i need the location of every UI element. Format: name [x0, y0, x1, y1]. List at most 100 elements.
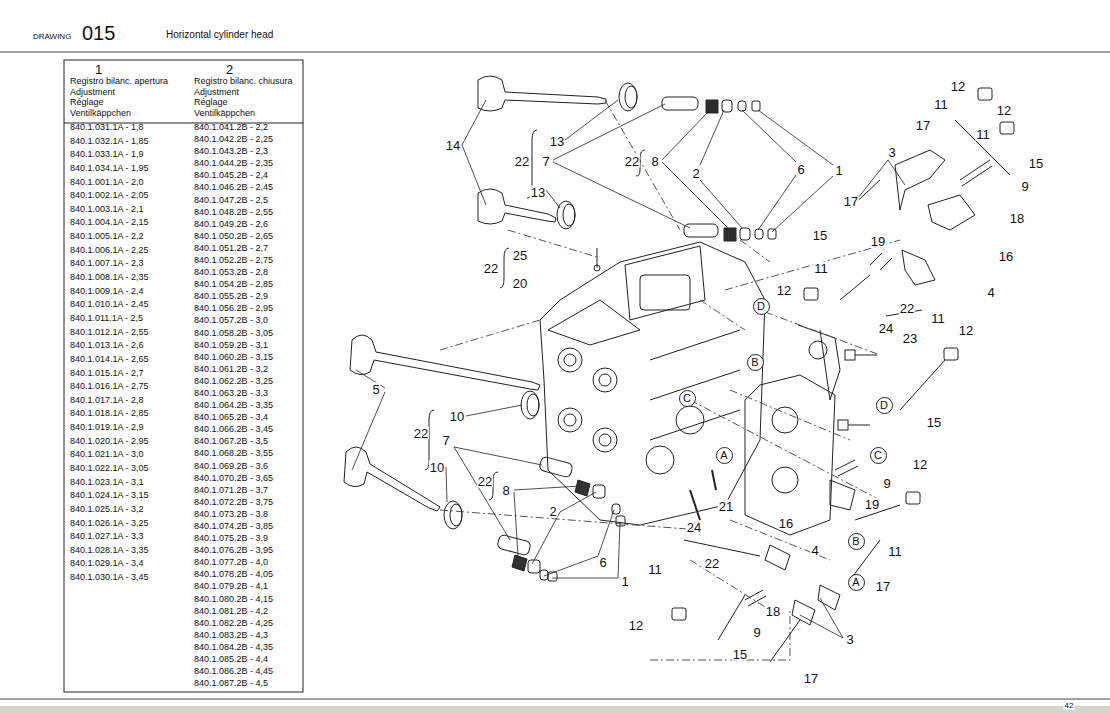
callout-number: 15 — [926, 416, 942, 429]
table-cell: 840.1.048.2B - 2,55 — [194, 208, 273, 217]
table-cell: 840.1.010.1A - 2,45 — [70, 300, 149, 309]
screws — [672, 88, 1014, 620]
table-cell: 840.1.027.1A - 3,3 — [70, 532, 144, 541]
callout-number: 16 — [778, 517, 794, 530]
table-cell: 840.1.075.2B - 3,9 — [194, 534, 268, 543]
callout-number: 25 — [512, 249, 528, 262]
table-cell: 840.1.077.2B - 4,0 — [194, 558, 268, 567]
table-cell: 840.1.007.1A - 2,3 — [70, 259, 144, 268]
callout-number: 18 — [765, 605, 781, 618]
table-cell: 840.1.067.2B - 3,5 — [194, 437, 268, 446]
table-cell: 840.1.043.2B - 2,3 — [194, 147, 268, 156]
callout-number: 22 — [413, 427, 429, 440]
table-cell: 840.1.078.2B - 4,05 — [194, 570, 273, 579]
table-cell: 840.1.018.1A - 2,85 — [70, 409, 149, 418]
reference-letter: B — [852, 536, 859, 547]
reference-letter: D — [757, 301, 765, 312]
table-cell: 840.1.019.1A - 2,9 — [70, 423, 144, 432]
table-cell: 840.1.054.2B - 2,85 — [194, 280, 273, 289]
callout-number: 12 — [950, 80, 966, 93]
table-cell: 840.1.034.1A - 1,95 — [70, 164, 149, 173]
callout-number: 22 — [704, 557, 720, 570]
callout-number: 22 — [483, 262, 499, 275]
table-cell: 840.1.083.2B - 4,3 — [194, 631, 268, 640]
top-rule — [0, 52, 1110, 53]
table-cell: 840.1.006.1A - 2,25 — [70, 246, 149, 255]
table-cell: 840.1.079.2B - 4,1 — [194, 582, 268, 591]
callout-number: 4 — [810, 544, 819, 557]
page-number: 42 — [1064, 702, 1075, 710]
table-cell: 840.1.086.2B - 4,45 — [194, 667, 273, 676]
table-cell: 840.1.076.2B - 3,95 — [194, 546, 273, 555]
callout-number: 7 — [441, 434, 450, 447]
lower-valves — [344, 335, 625, 581]
callout-number: 10 — [449, 410, 465, 423]
callout-number: 17 — [875, 580, 891, 593]
table-cell: 840.1.059.2B - 3,1 — [194, 341, 268, 350]
reference-circle: B — [747, 354, 764, 371]
reference-circle: B — [848, 533, 865, 550]
callout-number: 11 — [930, 312, 946, 325]
callout-number: 15 — [732, 648, 748, 661]
reference-circle: C — [679, 390, 696, 407]
table-cell: 840.1.026.1A - 3,25 — [70, 519, 149, 528]
callout-number: 13 — [530, 186, 546, 199]
reference-letter: C — [683, 393, 691, 404]
table-cell: 840.1.055.2B - 2,9 — [194, 292, 268, 301]
callout-number: 16 — [998, 250, 1014, 263]
table-cell: 840.1.012.1A - 2,55 — [70, 328, 149, 337]
table-cell: 840.1.087.2B - 4,5 — [194, 679, 268, 688]
callout-number: 1 — [620, 575, 629, 588]
callout-number: 12 — [912, 458, 928, 471]
table-cell: 840.1.047.2B - 2,5 — [194, 196, 268, 205]
table-cell: 840.1.062.2B - 3,25 — [194, 377, 273, 386]
upper-valves — [478, 76, 776, 241]
reference-circle: D — [876, 397, 893, 414]
table-cell: 840.1.081.2B - 4,2 — [194, 607, 268, 616]
table-cell: 840.1.004.1A - 2,15 — [70, 218, 149, 227]
drawing-number: 015 — [82, 23, 115, 43]
bottom-band — [0, 706, 1110, 714]
table-cell: 840.1.001.1A - 2,0 — [70, 178, 144, 187]
reference-letter: A — [852, 577, 859, 588]
callout-number: 8 — [501, 484, 510, 497]
table-cell: 840.1.044.2B - 2,35 — [194, 159, 273, 168]
column-heading: Adjustment — [194, 88, 239, 97]
table-cell: 840.1.009.1A - 2,4 — [70, 287, 144, 296]
cylinder-head — [540, 242, 765, 525]
shafts — [718, 120, 1010, 662]
callout-number: 12 — [996, 104, 1012, 117]
camshaft-caps — [745, 325, 877, 535]
table-cell: 840.1.060.2B - 3,15 — [194, 353, 273, 362]
table-cell: 840.1.031.1A - 1,8 — [70, 123, 144, 132]
callout-number: 17 — [915, 119, 931, 132]
table-cell: 840.1.024.1A - 3,15 — [70, 491, 149, 500]
table-cell: 840.1.072.2B - 3,75 — [194, 498, 273, 507]
callout-number: 2 — [691, 167, 700, 180]
table-cell: 840.1.014.1A - 2,65 — [70, 355, 149, 364]
reference-circle: A — [848, 574, 865, 591]
callout-number: 15 — [1028, 157, 1044, 170]
callout-number: 22 — [624, 155, 640, 168]
drawing-title: Horizontal cylinder head — [166, 30, 273, 40]
table-cell: 840.1.051.2B - 2,7 — [194, 244, 268, 253]
table-cell: 840.1.070.2B - 3,65 — [194, 474, 273, 483]
callout-number: 5 — [371, 383, 380, 396]
table-cell: 840.1.025.1A - 3,2 — [70, 505, 144, 514]
table-cell: 840.1.011.1A - 2,5 — [70, 314, 143, 323]
table-cell: 840.1.013.1A - 2,6 — [70, 341, 144, 350]
callout-number: 24 — [686, 521, 702, 534]
callout-number: 14 — [445, 139, 461, 152]
callout-number: 1 — [834, 164, 843, 177]
callout-number: 2 — [548, 505, 557, 518]
callout-number: 19 — [870, 235, 886, 248]
callout-number: 23 — [902, 332, 918, 345]
bottom-rule — [0, 699, 1110, 700]
column-heading: Réglage — [194, 98, 228, 107]
table-cell: 840.1.050.2B - 2,65 — [194, 232, 273, 241]
table-cell: 840.1.057.2B - 3,0 — [194, 316, 268, 325]
callout-number: 22 — [514, 155, 530, 168]
table-cell: 840.1.045.2B - 2,4 — [194, 171, 268, 180]
callout-number: 18 — [1009, 212, 1025, 225]
callout-number: 21 — [718, 500, 734, 513]
